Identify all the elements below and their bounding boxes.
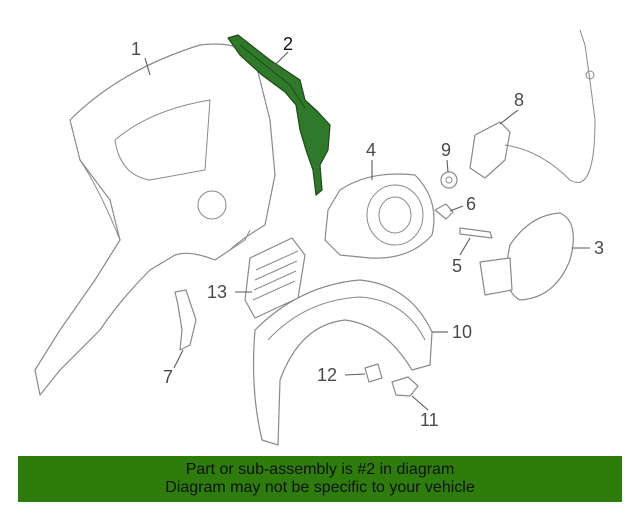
diagram-notice-banner: Part or sub-assembly is #2 in diagram Di… (18, 456, 622, 502)
clip-part-6 (434, 203, 454, 220)
fuel-door-part-3 (479, 212, 574, 301)
parts-diagram: 1 2 3 4 5 6 7 8 9 10 11 12 13 (34, 29, 604, 446)
leader-1 (144, 57, 151, 76)
callout-1: 1 (131, 39, 141, 59)
callout-13: 13 (207, 282, 227, 302)
callout-9: 9 (441, 140, 451, 160)
callout-11: 11 (420, 410, 439, 430)
small-bracket-part-7 (174, 289, 197, 351)
vent-grille-part-13 (244, 237, 306, 319)
screw-part-12 (364, 363, 383, 383)
leader-7 (173, 349, 184, 369)
callout-5: 5 (452, 256, 462, 276)
callout-3: 3 (594, 238, 604, 258)
leader-5 (459, 237, 471, 256)
callout-labels: 1 2 3 4 5 6 7 8 9 10 11 12 13 (131, 34, 604, 430)
banner-line-2: Diagram may not be specific to your vehi… (165, 479, 475, 496)
callout-4: 4 (366, 140, 376, 160)
callout-10: 10 (452, 322, 472, 342)
callout-8: 8 (514, 90, 524, 110)
nut-part-11 (391, 376, 419, 397)
leader-lines (144, 51, 590, 411)
quarter-panel-part-1 (34, 43, 276, 396)
leader-6 (449, 205, 464, 212)
leader-11 (411, 395, 429, 411)
callout-2: 2 (283, 34, 293, 54)
actuator-part-8 (469, 29, 596, 183)
pin-part-5 (459, 227, 493, 239)
leader-2 (269, 51, 289, 71)
filler-housing-part-4 (324, 173, 435, 259)
leader-8 (499, 109, 519, 125)
bracket-part-2-highlighted (227, 34, 331, 196)
wheelhouse-liner-part-10 (252, 279, 433, 446)
banner-line-1: Part or sub-assembly is #2 in diagram (185, 461, 455, 478)
nut-part-9 (440, 171, 458, 189)
leader-9 (446, 159, 449, 173)
leader-12 (344, 373, 366, 376)
callout-12: 12 (317, 365, 337, 385)
callout-7: 7 (163, 367, 173, 387)
callout-6: 6 (466, 194, 476, 214)
